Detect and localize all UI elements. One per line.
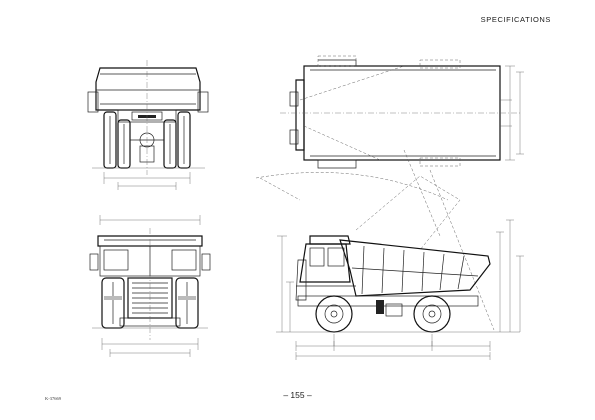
- front-view-drawing: [89, 215, 211, 357]
- top-view-drawing: [255, 55, 524, 201]
- document-code: K-37669: [45, 396, 61, 401]
- side-view-drawing: [276, 149, 524, 360]
- section-header: SPECIFICATIONS: [480, 15, 551, 24]
- page-number: – 155 –: [283, 390, 312, 400]
- rear-view-drawing: [87, 60, 209, 190]
